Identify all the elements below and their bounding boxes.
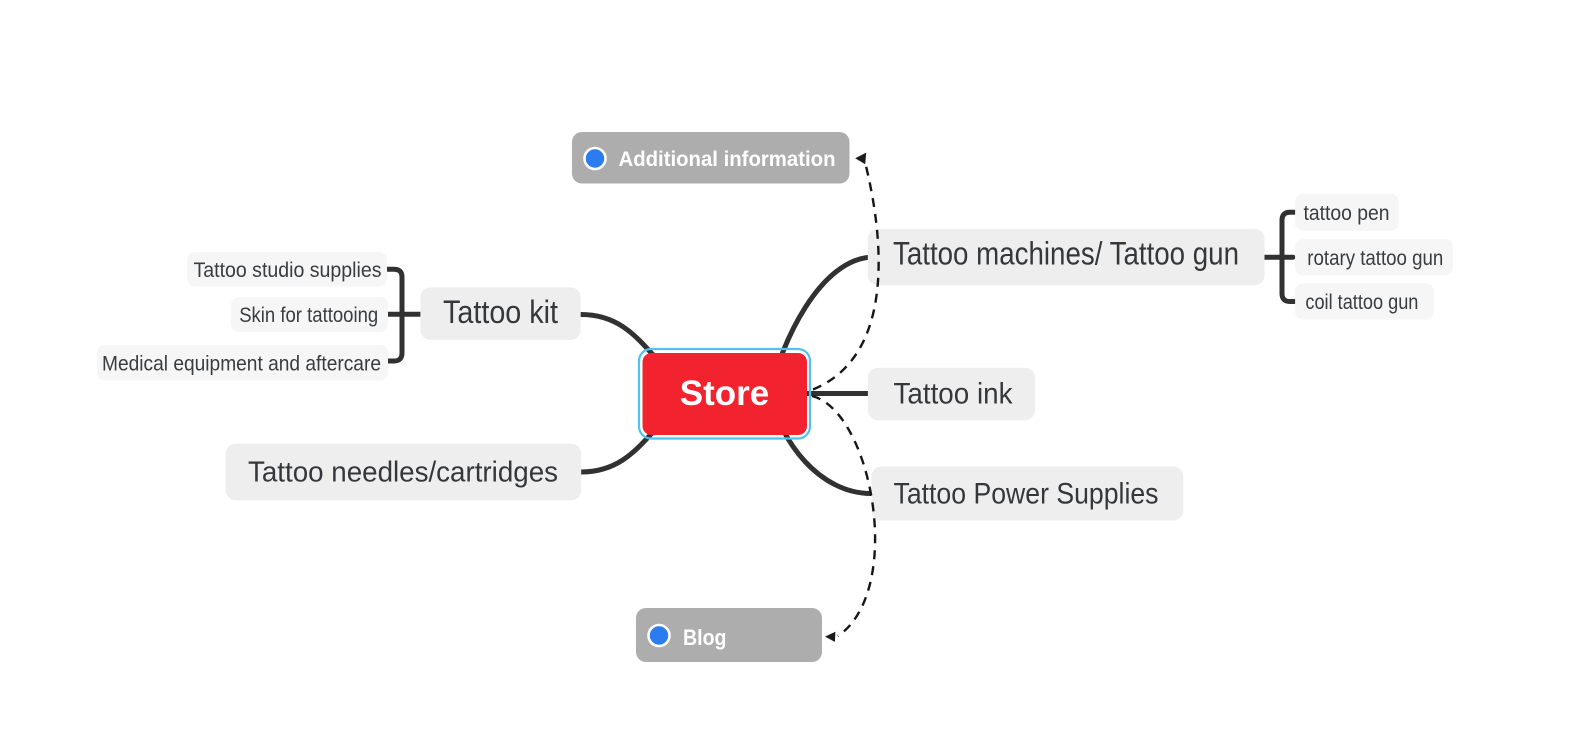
svg-text:Additional information: Additional information (619, 147, 836, 171)
svg-text:Tattoo needles/cartridges: Tattoo needles/cartridges (248, 457, 558, 489)
svg-text:Tattoo machines/ Tattoo gun: Tattoo machines/ Tattoo gun (893, 236, 1239, 272)
svg-text:Store: Store (680, 374, 769, 413)
svg-text:rotary tattoo gun: rotary tattoo gun (1307, 246, 1443, 270)
svg-text:Medical equipment and aftercar: Medical equipment and aftercare (102, 352, 381, 376)
svg-text:coil tattoo gun: coil tattoo gun (1305, 290, 1418, 314)
svg-text:Tattoo Power Supplies: Tattoo Power Supplies (894, 478, 1159, 511)
svg-text:Tattoo ink: Tattoo ink (894, 377, 1014, 410)
svg-text:Tattoo studio supplies: Tattoo studio supplies (194, 258, 382, 282)
svg-text:Tattoo kit: Tattoo kit (443, 294, 558, 330)
svg-text:tattoo pen: tattoo pen (1304, 201, 1390, 225)
svg-text:Blog: Blog (683, 625, 727, 650)
svg-text:Skin for tattooing: Skin for tattooing (239, 303, 378, 327)
